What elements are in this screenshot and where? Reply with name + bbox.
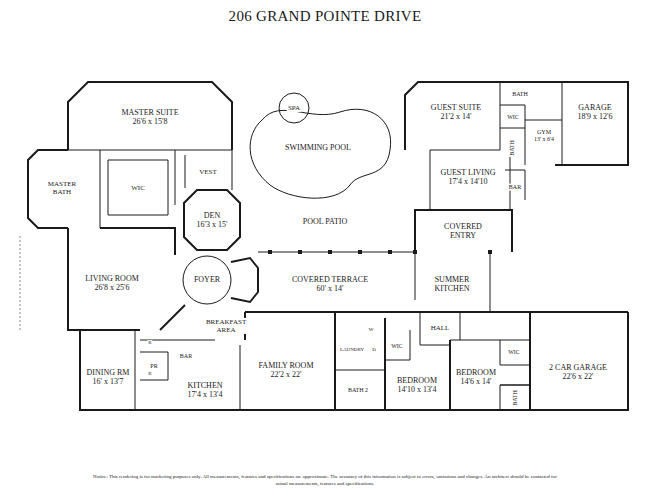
room-label: BAR — [179, 353, 193, 360]
room-name: SPA — [287, 104, 301, 112]
disclaimer-note: Notice: This rendering is for marketing … — [90, 474, 560, 487]
room-name: GUEST LIVING — [439, 168, 496, 177]
room-label: SUMMER KITCHEN — [433, 275, 470, 293]
room-name: WIC — [130, 184, 146, 192]
room-label: VEST — [198, 168, 218, 176]
room-dimension: 22'2 x 22' — [258, 370, 315, 379]
room-label: BATH — [509, 139, 516, 157]
room-label: KITCHEN17'4 x 13'4 — [186, 381, 223, 399]
room-name: LAUNDRY — [339, 347, 365, 353]
room-label: POOL PATIO — [302, 217, 349, 226]
room-dimension: 26'8 x 25'6 — [84, 283, 140, 292]
room-name: BREAKFAST AREA — [205, 318, 247, 334]
room-label: BAR — [508, 184, 522, 191]
room-name: R — [147, 340, 152, 346]
room-label: LAUNDRY — [339, 347, 365, 353]
room-label: DEN16'3 x 15' — [196, 211, 229, 229]
room-name: MASTER BATH — [47, 180, 77, 196]
room-label: FAMILY ROOM22'2 x 22' — [258, 361, 315, 379]
room-label: GUEST SUITE21'2 x 14' — [430, 103, 482, 121]
room-name: PR — [149, 363, 158, 370]
room-dimension: 18'9 x 12'6 — [577, 112, 614, 121]
room-label: BATH — [512, 389, 519, 407]
room-name: WIC — [506, 114, 520, 121]
room-dimension: 16'3 x 15' — [196, 220, 229, 229]
room-name: WIC — [507, 349, 521, 356]
room-dimension: 60' x 14' — [291, 284, 369, 293]
room-dimension: 13' x 6'4 — [533, 136, 555, 143]
room-dimension: 26'6 x 15'8 — [120, 117, 179, 126]
room-name: DINING RM — [86, 368, 131, 377]
room-label: DINING RM16' x 13'7 — [86, 368, 131, 386]
room-dimension: 14'10 x 13'4 — [396, 385, 438, 394]
room-label: WIC — [507, 349, 521, 356]
room-label: WIC — [390, 343, 404, 350]
room-name: LIVING ROOM — [84, 274, 140, 283]
room-label: R — [147, 371, 152, 377]
room-name: GUEST SUITE — [430, 103, 482, 112]
room-dimension: 17'4 x 14'10 — [439, 177, 496, 186]
room-label: WIC — [506, 114, 520, 121]
room-name: HALL — [430, 324, 451, 332]
room-name: SUMMER KITCHEN — [433, 275, 470, 293]
room-name: BATH 2 — [347, 387, 369, 394]
room-name: MASTER SUITE — [120, 108, 179, 117]
room-label: FOYER — [193, 275, 221, 284]
room-name: R — [147, 371, 152, 377]
room-name: BAR — [508, 184, 522, 191]
room-label: COVERED ENTRY — [443, 222, 483, 240]
room-name: BEDROOM — [455, 368, 497, 377]
room-label: SPA — [287, 104, 301, 112]
room-label: HALL — [430, 324, 451, 332]
room-label: GUEST LIVING17'4 x 14'10 — [439, 168, 496, 186]
room-name: BEDROOM — [396, 376, 438, 385]
room-name: BATH — [509, 139, 516, 157]
room-label: COVERED TERRACE60' x 14' — [291, 275, 369, 293]
room-name: SWIMMING POOL — [284, 143, 352, 152]
room-name: COVERED ENTRY — [443, 222, 483, 240]
room-name: GARAGE — [577, 103, 614, 112]
room-label: GYM13' x 6'4 — [533, 129, 555, 143]
room-label: BEDROOM14'6 x 14' — [455, 368, 497, 386]
room-label: WIC — [130, 184, 146, 192]
room-label: BATH 2 — [347, 387, 369, 394]
room-label: GARAGE18'9 x 12'6 — [577, 103, 614, 121]
room-name: DEN — [196, 211, 229, 220]
room-name: GYM — [533, 129, 555, 136]
room-label: MASTER SUITE26'6 x 15'8 — [120, 108, 179, 126]
room-name: FAMILY ROOM — [258, 361, 315, 370]
room-name: WIC — [390, 343, 404, 350]
room-name: BATH — [512, 389, 519, 407]
room-name: VEST — [198, 168, 218, 176]
room-label: W — [368, 327, 375, 333]
room-dimension: 14'6 x 14' — [455, 377, 497, 386]
room-name: BAR — [179, 353, 193, 360]
room-label: D — [371, 347, 377, 353]
room-dimension: 21'2 x 14' — [430, 112, 482, 121]
room-name: POOL PATIO — [302, 217, 349, 226]
room-name: D — [371, 347, 377, 353]
room-dimension: 22'6 x 22' — [548, 372, 608, 381]
room-name: KITCHEN — [186, 381, 223, 390]
plan-title: 206 GRAND POINTE DRIVE — [0, 8, 650, 25]
room-name: W — [368, 327, 375, 333]
room-label: PR — [149, 363, 158, 370]
room-label: BEDROOM14'10 x 13'4 — [396, 376, 438, 394]
room-label: MASTER BATH — [47, 180, 77, 196]
room-label: 2 CAR GARAGE22'6 x 22' — [548, 363, 608, 381]
room-label: R — [147, 340, 152, 346]
room-name: 2 CAR GARAGE — [548, 363, 608, 372]
room-name: BATH — [511, 91, 529, 98]
room-dimension: 16' x 13'7 — [86, 377, 131, 386]
room-name: COVERED TERRACE — [291, 275, 369, 284]
room-label: LIVING ROOM26'8 x 25'6 — [84, 274, 140, 292]
room-name: FOYER — [193, 275, 221, 284]
room-label: BREAKFAST AREA — [205, 318, 247, 334]
room-dimension: 17'4 x 13'4 — [186, 390, 223, 399]
room-label: SWIMMING POOL — [284, 143, 352, 152]
room-label: BATH — [511, 91, 529, 98]
